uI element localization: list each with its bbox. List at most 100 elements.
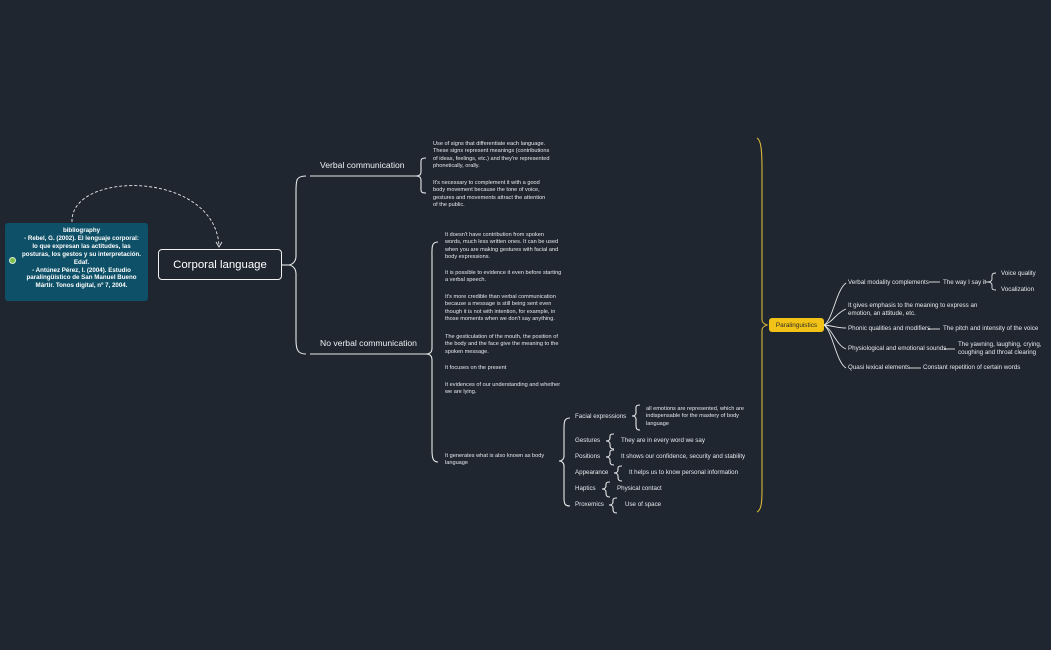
appearance-desc[interactable]: It helps us to know personal information [629, 469, 738, 477]
paralinguistics-topic[interactable]: Paralinguistics [769, 318, 824, 332]
body-language-bracket [558, 417, 571, 507]
positions-topic[interactable]: Positions [575, 453, 600, 461]
verbal-note[interactable]: Use of signs that differentiate each lan… [433, 141, 549, 170]
positions-desc[interactable]: It shows our confidence, security and st… [621, 453, 745, 461]
verbal-communication-topic[interactable]: Verbal communication [320, 160, 405, 170]
haptics-desc[interactable]: Physical contact [617, 485, 662, 493]
facial-expressions-topic[interactable]: Facial expressions [575, 413, 626, 421]
note-line: body movement because the tone of voice, [433, 187, 540, 194]
note-line: though it is not with intention, for exa… [445, 308, 556, 315]
note-line: a verbal speech. [445, 277, 487, 284]
note-line: Use of signs that differentiate each lan… [433, 141, 546, 147]
note-line: It focuses on the present [445, 365, 507, 371]
item-label: Verbal modality complements [848, 279, 929, 286]
appearance-topic[interactable]: Appearance [575, 469, 608, 477]
way-i-say-it-topic[interactable]: The way I say it [943, 279, 986, 287]
proxemics-desc[interactable]: Use of space [625, 501, 661, 509]
bibliography-line: lo que expresan las actitudes, las [32, 242, 131, 250]
proxemics-topic[interactable]: Proxemics [575, 501, 604, 509]
note-line: The yawning, laughing, crying, [958, 341, 1042, 348]
nonverbal-note[interactable]: It is possible to evidence it even befor… [445, 270, 561, 285]
item-desc: Physical contact [617, 485, 662, 492]
note-line: spoken message. [445, 348, 489, 355]
para-to-emphasis [823, 308, 847, 326]
nonverbal-note[interactable]: It's more credible than verbal communica… [445, 294, 556, 323]
gestures-topic[interactable]: Gestures [575, 437, 600, 445]
note-line: coughing and throat clearing [958, 348, 1037, 356]
item-label: The way I say it [943, 279, 986, 286]
body-language-topic[interactable]: It generates what is also known as body … [445, 453, 544, 468]
nonverbal-communication-topic[interactable]: No verbal communication [320, 338, 417, 348]
item-label: Phonic qualities and modifiers [848, 325, 931, 332]
bibliography-box[interactable]: bibliography - Rebel, G. (2002). El leng… [5, 223, 148, 301]
bibliography-line: bibliography [62, 227, 101, 234]
note-line: of ideas, feelings, etc.) and they're re… [433, 155, 550, 162]
main-bracket [287, 175, 307, 355]
voice-quality-topic[interactable]: Voice quality [1001, 270, 1036, 278]
note-line: emotion, an attitude, etc. [848, 309, 916, 317]
nonverbal-note[interactable]: It doesn't have contribution from spoken… [445, 232, 558, 261]
note-line: because a message is still being sent ev… [445, 301, 552, 308]
verbal-communication-label: Verbal communication [320, 160, 405, 170]
bibliography-line: - Rebel, G. (2002). El lenguaje corporal… [24, 234, 139, 242]
note-line: of the public. [433, 201, 465, 208]
item-label: Physiological and emotional sounds [848, 345, 947, 352]
note-line: It's necessary to complement it with a g… [433, 180, 540, 186]
note-line: language [646, 420, 670, 427]
note-line: words, much less written ones. It can be… [445, 239, 559, 246]
item-desc: Use of space [625, 501, 662, 508]
haptics-topic[interactable]: Haptics [575, 485, 596, 493]
facial-bracket [631, 404, 641, 431]
nonverbal-note[interactable]: It evidences of our understanding and wh… [445, 382, 560, 397]
root-label: Corporal language [173, 258, 267, 271]
note-line: indispensable for the mastery of body [646, 413, 739, 420]
paralinguistics-bracket [756, 137, 769, 513]
quasi-lexical-desc[interactable]: Constant repetition of certain words [923, 364, 1020, 372]
positions-bracket [605, 449, 615, 466]
note-line: the body and the face give the meaning t… [445, 341, 559, 348]
note-line: phonetically, orally. [433, 162, 480, 169]
physiological-sounds-desc[interactable]: The yawning, laughing, crying, coughing … [958, 341, 1042, 356]
root-topic[interactable]: Corporal language [158, 249, 282, 280]
phonic-qualities-topic[interactable]: Phonic qualities and modifiers [848, 325, 930, 333]
verbal-note[interactable]: It's necessary to complement it with a g… [433, 180, 545, 209]
item-desc: The pitch and intensity of the voice [943, 325, 1039, 332]
emphasis-topic[interactable]: It gives emphasis to the meaning to expr… [848, 302, 977, 317]
note-line: we are lying. [445, 389, 477, 396]
haptics-bracket [601, 481, 611, 498]
proxemics-bracket [608, 497, 618, 514]
nonverbal-note[interactable]: It focuses on the present [445, 365, 506, 372]
note-line: It doesn't have contribution from spoken [445, 232, 545, 238]
item-label: Facial expressions [575, 413, 627, 420]
voice-bracket [987, 272, 997, 291]
quasi-lexical-topic[interactable]: Quasi lexical elements [848, 364, 910, 372]
item-label: Vocalization [1001, 286, 1035, 293]
para-to-quasi [823, 324, 847, 369]
note-line: body expressions. [445, 253, 491, 260]
note-line: It's more credible than verbal communica… [445, 294, 556, 300]
vocalization-topic[interactable]: Vocalization [1001, 286, 1034, 294]
note-line: gestures and movements attract the atten… [433, 194, 546, 201]
nonverbal-bracket [425, 241, 439, 463]
note-line: those moments when we don't say anything… [445, 315, 555, 322]
item-label: Appearance [575, 469, 609, 476]
note-line: all emotions are represented, which are [646, 406, 744, 412]
verbal-modality-topic[interactable]: Verbal modality complements [848, 279, 929, 287]
item-desc: Constant repetition of certain words [923, 364, 1021, 371]
item-label: Voice quality [1001, 270, 1036, 277]
bibliography-line: - Antúnez Pérez, I. (2004). Estudio [32, 266, 131, 274]
bibliography-line: Mártir. Tonos digital, nº 7, 2004. [35, 282, 128, 290]
gestures-desc[interactable]: They are in every word we say [621, 437, 705, 445]
item-desc: They are in every word we say [621, 437, 705, 444]
bibliography-link-arrow [215, 241, 223, 248]
phonic-qualities-desc[interactable]: The pitch and intensity of the voice [943, 325, 1038, 333]
para-to-phonic [823, 324, 847, 329]
nonverbal-note[interactable]: The gesticulation of the mouth, the posi… [445, 334, 559, 356]
bibliography-link [71, 185, 220, 247]
physiological-sounds-topic[interactable]: Physiological and emotional sounds [848, 345, 946, 353]
facial-expressions-desc[interactable]: all emotions are represented, which are … [646, 406, 744, 428]
note-line: The gesticulation of the mouth, the posi… [445, 334, 558, 340]
note-line: when you are making gestures with facial… [445, 246, 559, 253]
item-label: Proxemics [575, 501, 604, 508]
